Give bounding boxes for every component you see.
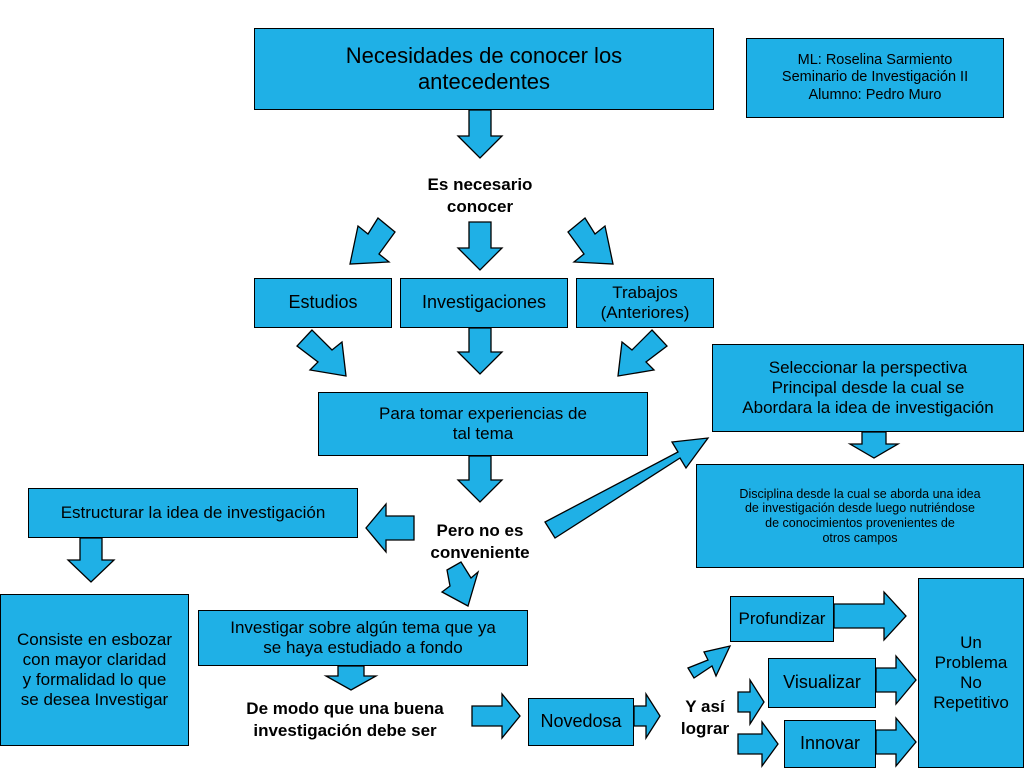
profundizar-box: Profundizar [730,596,834,642]
investigar-sobre-text: Investigar sobre algún tema que ya se ha… [230,617,496,657]
credits-course: Seminario de Investigación II [781,69,969,86]
problema-box: Un Problema No Repetitivo [918,578,1024,768]
arrow-novedosa-right [633,691,661,741]
pero-no-label: Pero no es conveniente [430,521,530,563]
arrow-seleccionar-down [847,431,901,459]
arrow-demodo-right [471,692,521,740]
arrow-trabajos-diagonal [617,329,668,377]
novedosa-text: Novedosa [540,711,622,732]
trabajos-box: Trabajos (Anteriores) [576,278,714,328]
trabajos-text: Trabajos (Anteriores) [600,282,690,322]
estructurar-text: Estructurar la idea de investigación [60,502,326,522]
de-modo-label: De modo que una buena investigación debe… [246,699,444,741]
innovar-box: Innovar [784,720,876,768]
arrow-ylograr-right-2 [737,720,779,768]
seleccionar-text: Seleccionar la perspectiva Principal des… [742,357,994,418]
arrow-long-diagonal [544,437,710,539]
para-tomar-box: Para tomar experiencias de tal tema [318,392,648,456]
estructurar-box: Estructurar la idea de investigación [28,488,358,538]
arrow-title-down [456,109,504,159]
investigaciones-text: Investigaciones [421,292,547,313]
problema-text: Un Problema No Repetitivo [933,632,1009,713]
credits-teacher: ML: Roselina Sarmiento [797,52,953,69]
estudios-text: Estudios [288,292,358,313]
arrow-left-diagonal [349,217,396,265]
investigar-sobre-box: Investigar sobre algún tema que ya se ha… [198,610,528,666]
arrow-pero-left [365,502,415,554]
es-necesario-label: Es necesario conocer [427,175,533,217]
arrow-investigaciones-down [456,327,504,375]
visualizar-box: Visualizar [768,658,876,708]
arrow-estructurar-down [66,537,116,583]
para-tomar-text: Para tomar experiencias de tal tema [379,403,587,443]
novedosa-box: Novedosa [528,698,634,746]
arrow-ylograr-up [687,645,732,679]
arrow-ylograr-right-1 [737,677,765,727]
profundizar-text: Profundizar [738,608,826,628]
credits-box: ML: Roselina Sarmiento Seminario de Inve… [746,38,1004,118]
consiste-text: Consiste en esbozar con mayor claridad y… [17,629,172,710]
investigaciones-box: Investigaciones [400,278,568,328]
y-asi-label: Y así lograr [680,697,730,739]
title-text: Necesidades de conocer los antecedentes [345,43,623,94]
arrow-estudios-diagonal [296,329,347,377]
arrow-investigar-down [323,665,379,691]
arrow-right-diagonal [567,217,614,265]
arrow-profundizar-right [833,590,907,642]
consiste-box: Consiste en esbozar con mayor claridad y… [0,594,189,746]
disciplina-text: Disciplina desde la cual se aborda una i… [739,486,981,545]
innovar-text: Innovar [799,733,861,754]
arrow-paratomar-down [456,455,504,503]
disciplina-box: Disciplina desde la cual se aborda una i… [696,464,1024,568]
visualizar-text: Visualizar [783,672,861,693]
credits-student: Alumno: Pedro Muro [808,86,942,103]
seleccionar-box: Seleccionar la perspectiva Principal des… [712,344,1024,432]
title-box: Necesidades de conocer los antecedentes [254,28,714,110]
arrow-innovar-right [875,716,917,768]
arrow-visualizar-right [875,654,917,706]
estudios-box: Estudios [254,278,392,328]
arrow-center-down [456,221,504,271]
arrow-pero-diagonal [440,561,480,607]
